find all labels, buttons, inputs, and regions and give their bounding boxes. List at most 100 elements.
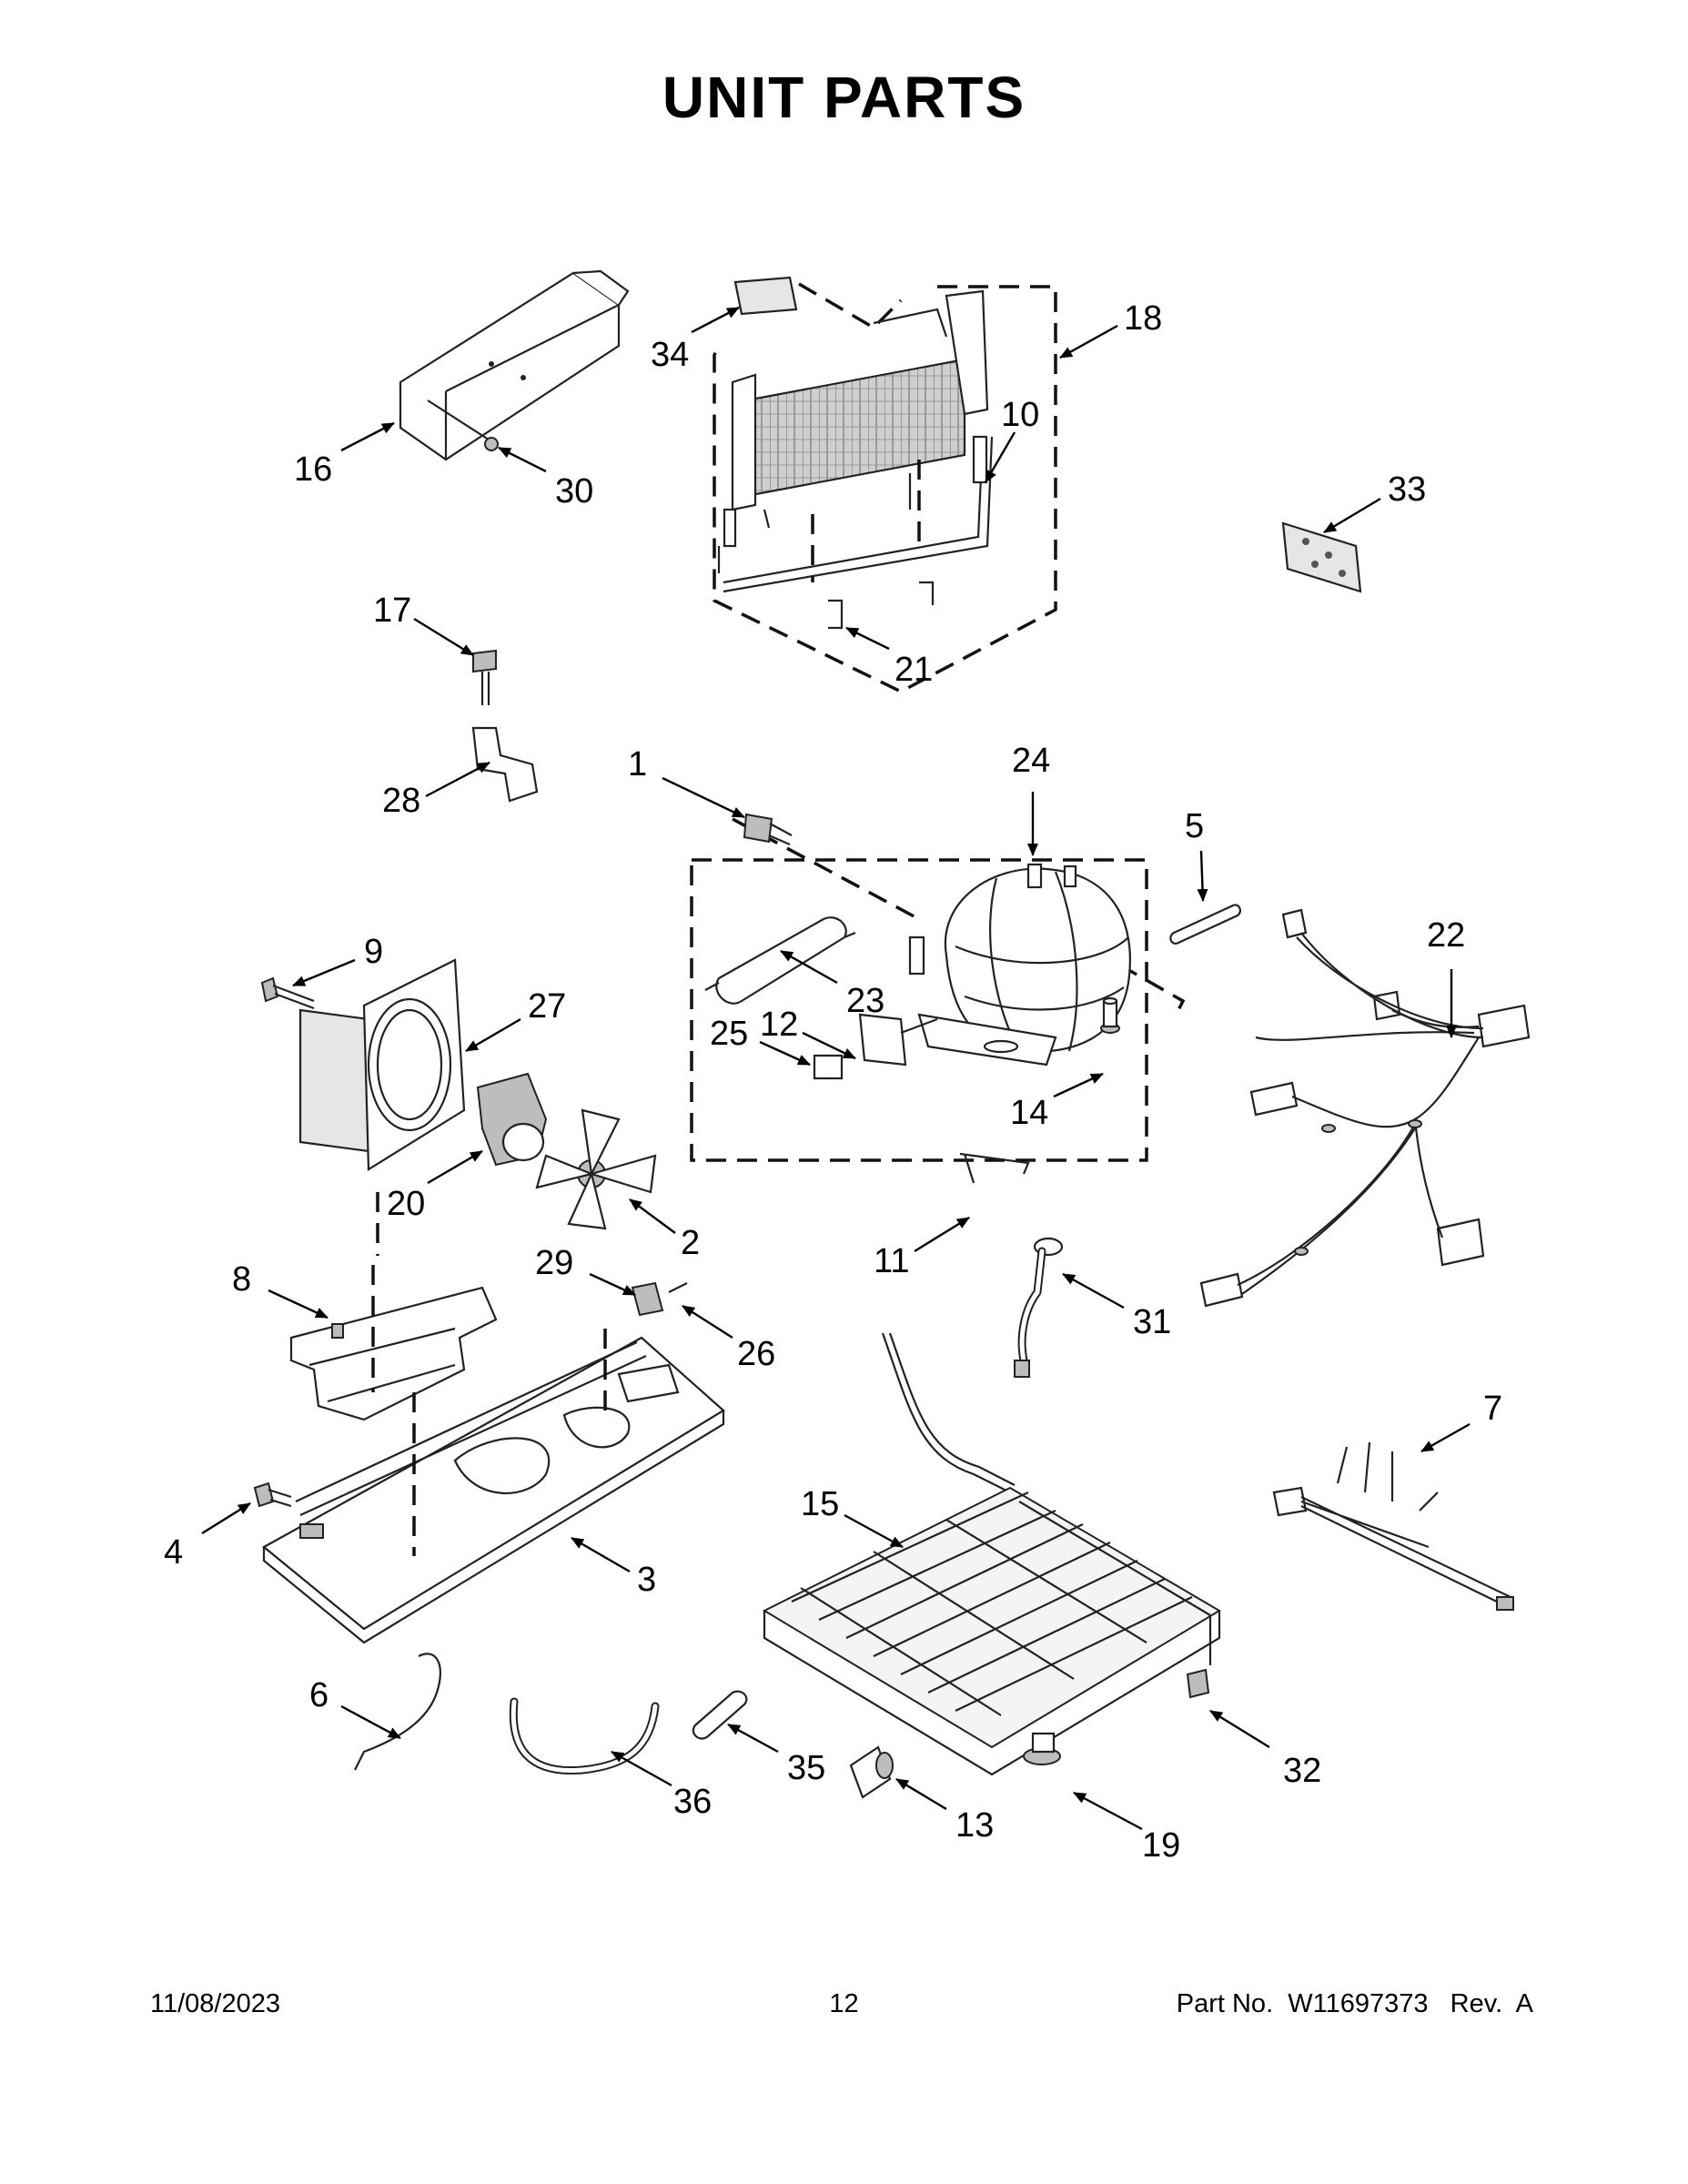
part-1-bolt [743, 813, 793, 846]
part-20-fan-motor [476, 1072, 548, 1167]
callout-13: 13 [955, 1806, 994, 1845]
callout-28: 28 [382, 782, 420, 820]
callout-29: 29 [535, 1244, 573, 1282]
part-4-screw [253, 1481, 292, 1508]
leader-4 [201, 1502, 251, 1535]
part-14-grommet [1100, 996, 1120, 1034]
leader-13 [895, 1777, 947, 1811]
leader-36 [611, 1750, 672, 1787]
part-7-harness [1272, 1441, 1514, 1611]
part-21-clips [811, 460, 935, 630]
callout-30: 30 [555, 472, 593, 511]
callout-15: 15 [801, 1485, 839, 1523]
part-9-screw [260, 976, 315, 1010]
callout-23: 23 [846, 982, 884, 1020]
tray-alignment-line [412, 1329, 607, 1556]
leader-1 [662, 776, 745, 819]
callout-26: 26 [737, 1335, 775, 1373]
callout-32: 32 [1283, 1752, 1321, 1790]
leader-26 [682, 1304, 733, 1340]
part-16-duct [399, 269, 630, 461]
leader-33 [1323, 497, 1381, 534]
part-32-clip [1186, 1668, 1210, 1699]
leader-19 [1073, 1791, 1143, 1831]
part-8-bracket [289, 1286, 498, 1421]
leader-31 [1062, 1272, 1125, 1309]
callout-27: 27 [528, 987, 566, 1026]
leader-35 [727, 1723, 779, 1754]
part-23-drier [704, 916, 856, 1005]
leader-8 [268, 1289, 329, 1320]
callout-10: 10 [1001, 396, 1039, 434]
part-36-hose [509, 1697, 660, 1775]
part-15-condenser [762, 1332, 1221, 1776]
leader-20 [427, 1149, 483, 1185]
callout-9: 9 [364, 933, 383, 971]
callout-22: 22 [1427, 916, 1465, 955]
callout-2: 2 [681, 1224, 700, 1262]
part-22-harness [1199, 908, 1531, 1308]
callout-20: 20 [387, 1185, 425, 1223]
evaporator-group-outline [713, 285, 1057, 693]
callout-24: 24 [1012, 742, 1050, 780]
part-17-screw [472, 649, 497, 705]
footer-page-number: 12 [829, 1989, 859, 2018]
footer-date: 11/08/2023 [150, 1989, 280, 2018]
leader-23 [780, 949, 838, 985]
leader-12 [802, 1031, 856, 1060]
part-11-clip [959, 1152, 1030, 1184]
leader-30 [498, 446, 547, 473]
part-28-bracket [471, 726, 539, 803]
page-title: UNIT PARTS [662, 65, 1026, 130]
part-35-sleeve [692, 1690, 748, 1740]
leader-7 [1420, 1422, 1471, 1453]
part-25-connector [813, 1054, 844, 1080]
part-2-fan-blade [535, 1108, 657, 1230]
part-12-relay [858, 1013, 938, 1067]
callout-7: 7 [1483, 1390, 1502, 1428]
leader-32 [1209, 1709, 1270, 1749]
compressor-group-outline [690, 858, 1148, 1162]
leader-16 [340, 421, 395, 452]
leader-14 [1053, 1072, 1104, 1098]
part-27-shroud [298, 958, 466, 1171]
callout-3: 3 [637, 1561, 656, 1599]
callout-5: 5 [1185, 807, 1204, 845]
callout-34: 34 [651, 336, 689, 374]
part-34-pad [733, 276, 798, 316]
leader-11 [914, 1216, 970, 1253]
leader-3 [571, 1536, 631, 1573]
part-6-wire [354, 1653, 441, 1771]
leader-6 [340, 1704, 401, 1740]
leader-5 [1197, 850, 1208, 902]
part-29-grommet [631, 1281, 664, 1317]
callout-21: 21 [895, 651, 933, 689]
callout-4: 4 [164, 1533, 183, 1572]
callout-1: 1 [628, 745, 647, 784]
part-33-board [1281, 521, 1362, 593]
compressor [908, 863, 1131, 1067]
leader-10 [984, 431, 1016, 483]
callout-16: 16 [294, 450, 332, 489]
leader-25 [759, 1040, 811, 1067]
callout-35: 35 [787, 1749, 825, 1787]
part-19-drain-cap [1023, 1732, 1061, 1765]
leader-21 [845, 626, 890, 651]
footer-part-number: Part No. W11697373 Rev. A [1176, 1989, 1533, 2018]
callout-11: 11 [874, 1242, 909, 1280]
callout-17: 17 [373, 592, 411, 630]
part-5-strap [1169, 904, 1241, 945]
callout-25: 25 [710, 1015, 748, 1053]
callout-36: 36 [673, 1783, 712, 1821]
leader-15 [844, 1513, 904, 1549]
callout-12: 12 [760, 1006, 798, 1044]
callout-31: 31 [1133, 1303, 1171, 1341]
leader-17 [413, 617, 474, 657]
callout-18: 18 [1124, 299, 1162, 338]
part-31-drain-tube [1014, 1237, 1064, 1378]
leader-9 [292, 958, 356, 987]
callout-33: 33 [1388, 470, 1426, 509]
leader-28 [425, 761, 490, 798]
part-30-nut [427, 399, 499, 451]
